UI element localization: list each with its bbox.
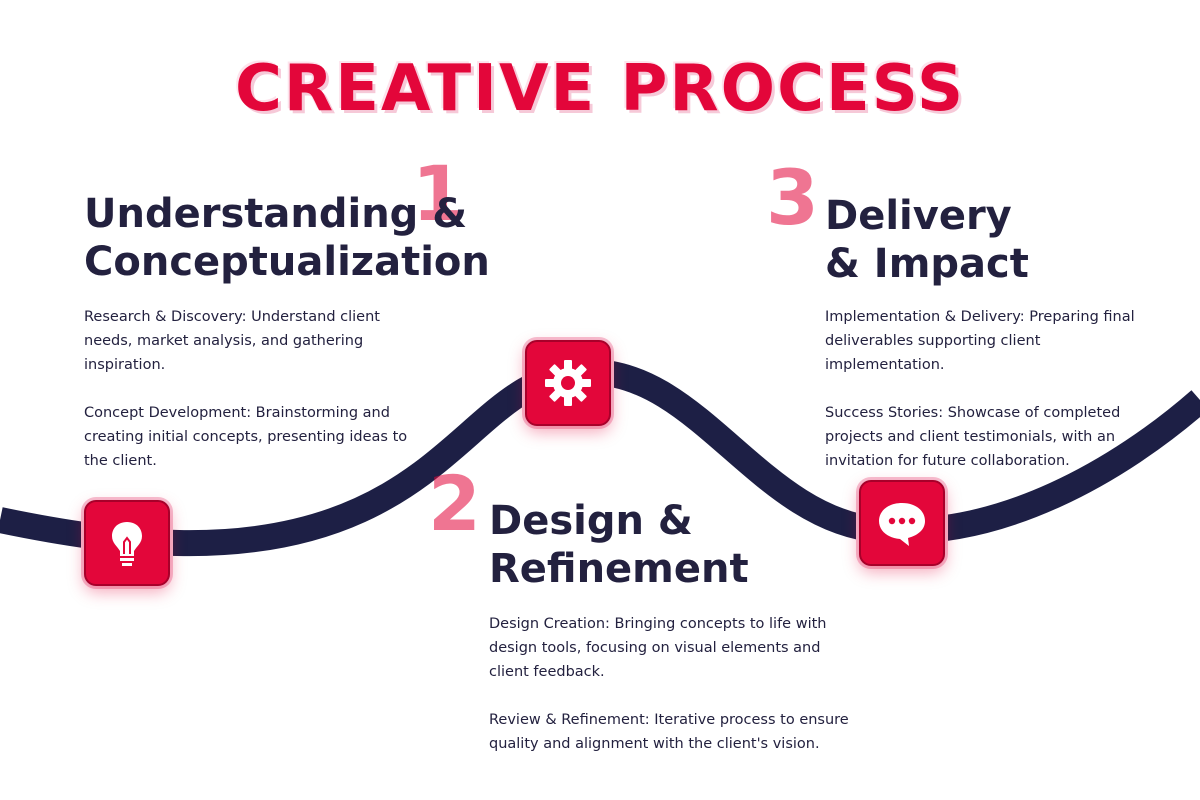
step-1-paragraph-2: Concept Development: Brainstorming and c…: [84, 405, 408, 469]
step-3-icon-box: [859, 480, 945, 566]
step-2-icon-box: [525, 340, 611, 426]
step-2-paragraph-1: Design Creation: Bringing concepts to li…: [489, 616, 827, 680]
step-1-icon-box: [84, 500, 170, 586]
gear-icon: [545, 360, 591, 406]
step-3-paragraph-1: Implementation & Delivery: Preparing fin…: [825, 309, 1135, 373]
chat-bubble-icon: [879, 503, 925, 546]
step-1-heading-line1: Understanding &: [84, 191, 468, 237]
step-1-heading-line2: Conceptualization: [84, 239, 490, 285]
step-1-paragraph-1: Research & Discovery: Understand client …: [84, 309, 380, 373]
step-1-description: Research & Discovery: Understand client …: [84, 305, 414, 497]
step-2-heading-line1: Design &: [489, 498, 693, 544]
step-3-heading-line2: & Impact: [825, 241, 1029, 287]
step-1-heading: Understanding & Conceptualization: [84, 190, 490, 286]
step-2-description: Design Creation: Bringing concepts to li…: [489, 612, 864, 780]
step-1-number: 1: [412, 149, 465, 238]
step-2-heading-line2: Refinement: [489, 546, 749, 592]
step-3-heading: Delivery & Impact: [825, 192, 1029, 288]
step-2-number: 2: [428, 459, 481, 548]
step-3-heading-line1: Delivery: [825, 193, 1012, 239]
step-2-paragraph-2: Review & Refinement: Iterative process t…: [489, 712, 849, 752]
page-title: CREATIVE PROCESS: [234, 52, 966, 126]
step-3-number: 3: [766, 153, 819, 242]
step-2-heading: Design & Refinement: [489, 497, 749, 593]
step-3-paragraph-2: Success Stories: Showcase of completed p…: [825, 405, 1121, 469]
step-3-description: Implementation & Delivery: Preparing fin…: [825, 305, 1155, 497]
lightbulb-icon: [112, 522, 142, 566]
